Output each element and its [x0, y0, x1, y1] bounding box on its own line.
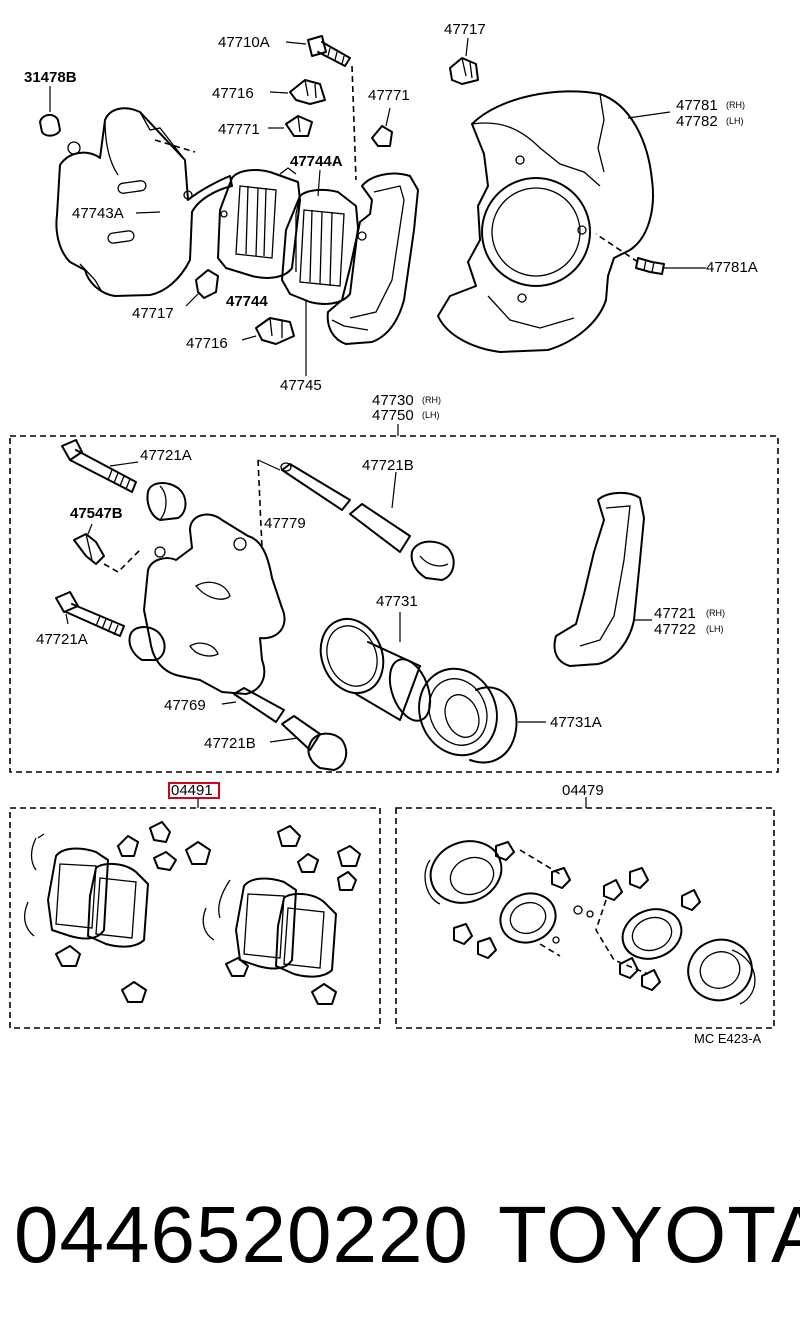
- part-caliper-body: [143, 459, 286, 695]
- suffix-lh-47782: (LH): [726, 116, 744, 126]
- part-bushing-top: [146, 482, 187, 521]
- part-number: 0446520220: [14, 1190, 469, 1279]
- pad-kit-box: [9, 782, 381, 1029]
- label-47721b-bottom: 47721B: [204, 735, 256, 752]
- part-47717-clip-top: [449, 37, 479, 85]
- label-47716-bottom: 47716: [186, 335, 228, 352]
- part-47781a-bolt: [595, 233, 706, 275]
- suffix-rh-47730: (RH): [422, 395, 441, 405]
- part-47771-shim-left: [268, 115, 313, 137]
- suffix-rh-47781: (RH): [726, 100, 745, 110]
- labels: 31478B 47710A 47717 47716 47771 47771 47…: [24, 21, 762, 1046]
- part-47717-clip-bottom: [185, 269, 219, 307]
- part-47710a-bolt: [285, 35, 357, 181]
- label-47717-top: 47717: [444, 21, 486, 38]
- label-47721a-bottom: 47721A: [36, 631, 88, 648]
- suffix-lh-47750: (LH): [422, 410, 440, 420]
- part-47744-pad-rear: [217, 167, 301, 279]
- label-47771-right: 47771: [368, 87, 410, 104]
- part-47721-bracket: [553, 492, 652, 667]
- label-47771-left: 47771: [218, 121, 260, 138]
- label-47721b-top: 47721B: [362, 457, 414, 474]
- label-47730: 47730: [372, 392, 414, 409]
- label-47750: 47750: [372, 407, 414, 424]
- part-47779-pin: [280, 462, 351, 511]
- seal-kit-parts: [424, 840, 756, 1005]
- top-assembly: [39, 35, 706, 376]
- highlight-box: [168, 782, 220, 799]
- part-47721b-sleeve-top: [349, 471, 455, 581]
- suffix-rh-47721: (RH): [706, 608, 725, 618]
- part-47744a-pad-front: [281, 169, 367, 376]
- label-47744: 47744: [226, 293, 268, 310]
- part-bushing-bottom: [128, 626, 166, 661]
- label-04479: 04479: [562, 782, 604, 799]
- diagram-code: MC E423-A: [694, 1031, 762, 1046]
- label-47716-top: 47716: [212, 85, 254, 102]
- label-47547b: 47547B: [70, 505, 123, 522]
- label-47710a: 47710A: [218, 34, 270, 51]
- part-31478b-boot: [39, 86, 61, 137]
- label-47781a: 47781A: [706, 259, 758, 276]
- label-47731: 47731: [376, 593, 418, 610]
- label-47721: 47721: [654, 605, 696, 622]
- seal-kit-box: [395, 797, 775, 1029]
- label-47721a-top: 47721A: [140, 447, 192, 464]
- label-47769: 47769: [164, 697, 206, 714]
- label-47779: 47779: [264, 515, 306, 532]
- part-47716-clip-top: [269, 79, 326, 105]
- label-47781: 47781: [676, 97, 718, 114]
- label-47744a: 47744A: [290, 153, 343, 170]
- label-04491: 04491: [171, 782, 213, 799]
- part-caliper-bracket-top: [326, 172, 419, 345]
- suffix-lh-47722: (LH): [706, 624, 724, 634]
- kit-left-pads: [23, 821, 211, 1003]
- part-47721b-sleeve-bottom: [269, 715, 348, 771]
- caliper-assembly-box: [9, 424, 779, 773]
- label-31478b: 31478B: [24, 69, 77, 86]
- label-47717-bottom: 47717: [132, 305, 174, 322]
- brand-name: TOYOTA: [498, 1190, 800, 1279]
- part-47547b-bleeder: [73, 523, 143, 573]
- part-47716-clip-bottom: [241, 317, 295, 345]
- part-47743a-torque-plate: [55, 107, 233, 297]
- part-47771-shim-right: [371, 107, 393, 147]
- part-47731-piston: [319, 612, 546, 764]
- part-47781-dust-shield: [437, 90, 671, 353]
- label-47722: 47722: [654, 621, 696, 638]
- label-47745: 47745: [280, 377, 322, 394]
- kit-right-pads: [202, 825, 361, 1005]
- part-47721a-bolt-top: [61, 439, 139, 493]
- label-47731a: 47731A: [550, 714, 602, 731]
- part-47721a-bolt-bottom: [55, 591, 125, 637]
- label-47743a: 47743A: [72, 205, 124, 222]
- part-47769-pin: [221, 687, 285, 723]
- label-47782: 47782: [676, 113, 718, 130]
